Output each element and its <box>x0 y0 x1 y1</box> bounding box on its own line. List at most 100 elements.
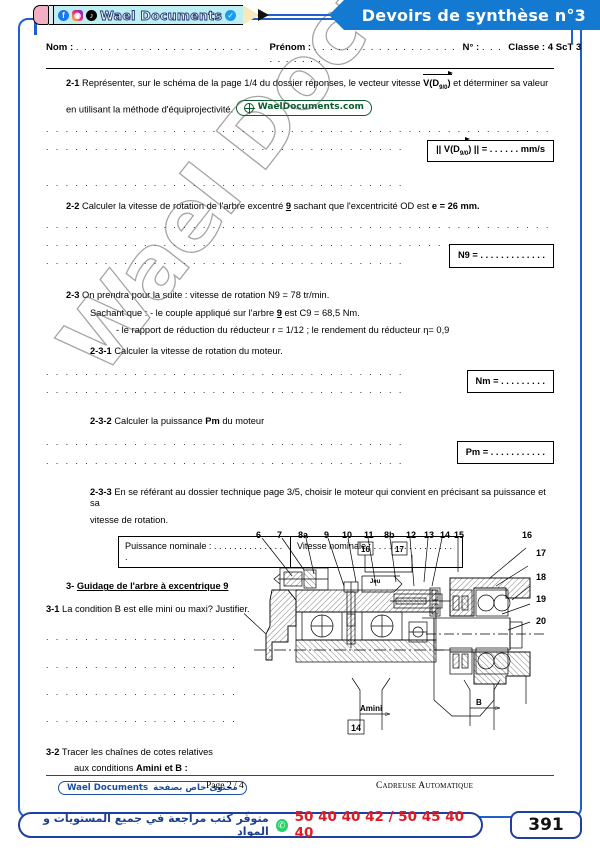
pencil-body: f ◉ ♪ Wael Documents ✓ <box>54 5 244 25</box>
verified-badge-icon: ✓ <box>225 9 237 21</box>
question-2-3-line2: Sachant que : - le couple appliqué sur l… <box>46 308 554 320</box>
page-number-badge: 391 <box>510 811 582 839</box>
question-2-1: 2-1 Représenter, sur le schéma de la pag… <box>46 71 554 92</box>
answer-box-vitesse-d[interactable]: || V(D9/0) || = . . . . . . mm/s <box>427 137 554 163</box>
page-indicator: Page 2 / 4 <box>206 781 244 791</box>
q232-text-a: Calculer la puissance <box>114 415 206 426</box>
answer-dotted-line[interactable]: . . . . . . . . . . . . . . . . . . . . … <box>46 219 554 230</box>
header-left-connector <box>34 17 37 35</box>
question-2-3-2: 2-3-2 Calculer la puissance Pm du moteur <box>46 416 554 428</box>
tiktok-icon[interactable]: ♪ <box>86 9 97 21</box>
answer-box-n9[interactable]: N9 = . . . . . . . . . . . . . <box>448 244 554 268</box>
question-3-2: 3-2 Tracer les chaînes de cotes relative… <box>46 747 554 759</box>
contact-pill[interactable]: 50 40 40 42 / 50 45 40 40 ✆ متوفّر كتب م… <box>18 809 483 841</box>
q232-text-c: du moteur <box>219 415 265 426</box>
field-numero[interactable]: N° : . . . <box>463 42 509 54</box>
answer-dotted-line[interactable]: . . . . . . . . . . . . . . . . . . . . … <box>46 714 241 725</box>
question-2-3: 2-3 On prendra pour la suite : vitesse d… <box>46 290 554 302</box>
answer-sheet: Nom : . . . . . . . . . . . . . . . . . … <box>46 42 581 796</box>
facebook-icon[interactable]: f <box>58 9 69 21</box>
arabic-content-badge[interactable]: محتوى خاص بصفحة Wael Documents <box>58 780 247 796</box>
exam-title-ribbon: Devoirs de synthèse n°3 <box>328 0 600 30</box>
q21-answer-prefix: || <box>436 143 444 154</box>
answer-dotted-line[interactable]: . . . . . . . . . . . . . . . . . . . . … <box>46 256 401 267</box>
svg-text:8a: 8a <box>298 530 309 540</box>
arabic-badge-text: محتوى خاص بصفحة <box>153 782 238 793</box>
svg-text:20: 20 <box>536 616 546 626</box>
q21-number: 2-1 <box>66 77 80 88</box>
field-nom[interactable]: Nom : . . . . . . . . . . . . . . . . . … <box>46 42 270 54</box>
answer-dotted-line[interactable]: . . . . . . . . . . . . . . . . . . . . … <box>46 123 554 134</box>
field-prenom[interactable]: Prénom : . . . . . . . . . . . . . . . .… <box>270 42 463 66</box>
pencil-eraser <box>33 5 49 25</box>
svg-text:18: 18 <box>536 572 546 582</box>
svg-text:15: 15 <box>454 530 464 540</box>
q231-number: 2-3-1 <box>90 346 112 356</box>
technical-drawing-guidage: 6 7 8a 9 10 11 8b 12 13 14 15 16 17 18 1… <box>196 530 564 745</box>
website-badge[interactable]: WaelDocuments.com <box>235 100 372 116</box>
page-number: 391 <box>528 815 564 835</box>
question-2-3-line3: - le rapport de réduction du réducteur r… <box>46 325 554 337</box>
q22-value: e = 26 mm. <box>431 201 480 212</box>
q232-symbol: Pm <box>205 415 220 426</box>
instagram-icon[interactable]: ◉ <box>72 9 83 21</box>
brand-name: Wael Documents <box>100 7 223 23</box>
nom-dots: . . . . . . . . . . . . . . . . . . . . … <box>75 42 259 53</box>
header-right-connector <box>570 30 573 44</box>
q21-text-b: et déterminer sa valeur <box>450 77 549 88</box>
q22-answer: N9 = . . . . . . . . . . . . . <box>457 250 545 261</box>
q31-text: La condition B est elle mini ou maxi? Ju… <box>62 603 250 614</box>
answer-dotted-line[interactable]: . . . . . . . . . . . . . . . . . . . . … <box>46 366 401 377</box>
answer-dotted-line[interactable]: . . . . . . . . . . . . . . . . . . . . … <box>46 632 241 643</box>
question-2-3-3-line2: vitesse de rotation. <box>46 515 554 527</box>
answer-dotted-line[interactable]: . . . . . . . . . . . . . . . . . . . . … <box>46 455 401 466</box>
question-3-heading: 3- Guidage de l'arbre à excentrique 9 <box>46 581 554 593</box>
svg-text:Amini: Amini <box>360 704 382 713</box>
answer-box-pm[interactable]: Pm = . . . . . . . . . . . <box>456 440 554 465</box>
svg-text:14: 14 <box>351 723 361 733</box>
svg-text:19: 19 <box>536 594 546 604</box>
question-3-1: 3-1 La condition B est elle mini ou maxi… <box>46 604 554 616</box>
svg-text:10: 10 <box>342 530 352 540</box>
answer-dotted-line[interactable]: . . . . . . . . . . . . . . . . . . . . … <box>46 177 401 188</box>
q22-text-b: sachant que l'excentricité OD est <box>291 201 432 212</box>
q231-answer: Nm = . . . . . . . . . <box>475 375 546 386</box>
cell-vitesse-nominale[interactable]: Vitesse nominale : . . . . . . . . . . .… <box>297 540 452 551</box>
answer-dotted-line[interactable]: . . . . . . . . . . . . . . . . . . . . … <box>46 237 554 248</box>
sheet-footer: Page 2 / 4 Cadreuse Automatique <box>46 775 554 791</box>
answer-vector-notation: V(D9/0 <box>443 137 471 158</box>
svg-text:8b: 8b <box>384 530 395 540</box>
svg-text:11: 11 <box>364 530 374 540</box>
page-header: f ◉ ♪ Wael Documents ✓ Devoirs de synthè… <box>0 0 600 44</box>
svg-text:6: 6 <box>256 530 261 540</box>
pencil-wood <box>243 5 260 25</box>
numero-dots: . . . <box>481 42 503 53</box>
q21-answer-suffix: ) || = . . . . . . mm/s <box>468 143 545 154</box>
numero-label: N° : <box>462 42 480 53</box>
page-title: Devoirs de synthèse n°3 <box>361 5 586 25</box>
q23-line2b: est C9 = 68,5 Nm. <box>281 307 360 318</box>
answer-dotted-line[interactable]: . . . . . . . . . . . . . . . . . . . . … <box>46 686 241 697</box>
q233-number: 2-3-3 <box>90 486 112 497</box>
q21-vector: V(D <box>423 77 440 88</box>
pencil-tip-icon <box>258 9 270 21</box>
svg-text:7: 7 <box>277 530 282 540</box>
q233-line1: En se référant au dossier technique page… <box>90 486 546 509</box>
q31-number: 3-1 <box>46 603 60 614</box>
answer-dotted-line[interactable]: . . . . . . . . . . . . . . . . . . . . … <box>46 437 401 448</box>
q23-ref-9: 9 <box>276 307 282 318</box>
answer-box-nm[interactable]: Nm = . . . . . . . . . <box>466 369 554 394</box>
answer-dotted-line[interactable]: . . . . . . . . . . . . . . . . . . . . … <box>46 141 401 152</box>
document-subject: Cadreuse Automatique <box>376 781 474 791</box>
q3-number: 3- <box>66 581 75 592</box>
field-classe: Classe : 4 ScT 3 <box>508 42 581 54</box>
q231-text: Calculer la vitesse de rotation du moteu… <box>114 346 283 356</box>
q22-number: 2-2 <box>66 201 80 212</box>
bottom-promo-bar: 50 40 40 42 / 50 45 40 40 ✆ متوفّر كتب م… <box>18 809 582 842</box>
q21-line2: en utilisant la méthode d'équiprojectivi… <box>66 104 234 115</box>
answer-dotted-line[interactable]: . . . . . . . . . . . . . . . . . . . . … <box>46 384 401 395</box>
answer-dotted-line[interactable]: . . . . . . . . . . . . . . . . . . . . … <box>46 659 241 670</box>
svg-text:17: 17 <box>536 548 546 558</box>
cell-puissance-nominale[interactable]: Puissance nominale : . . . . . . . . . .… <box>119 536 291 568</box>
whatsapp-icon[interactable]: ✆ <box>275 818 288 832</box>
